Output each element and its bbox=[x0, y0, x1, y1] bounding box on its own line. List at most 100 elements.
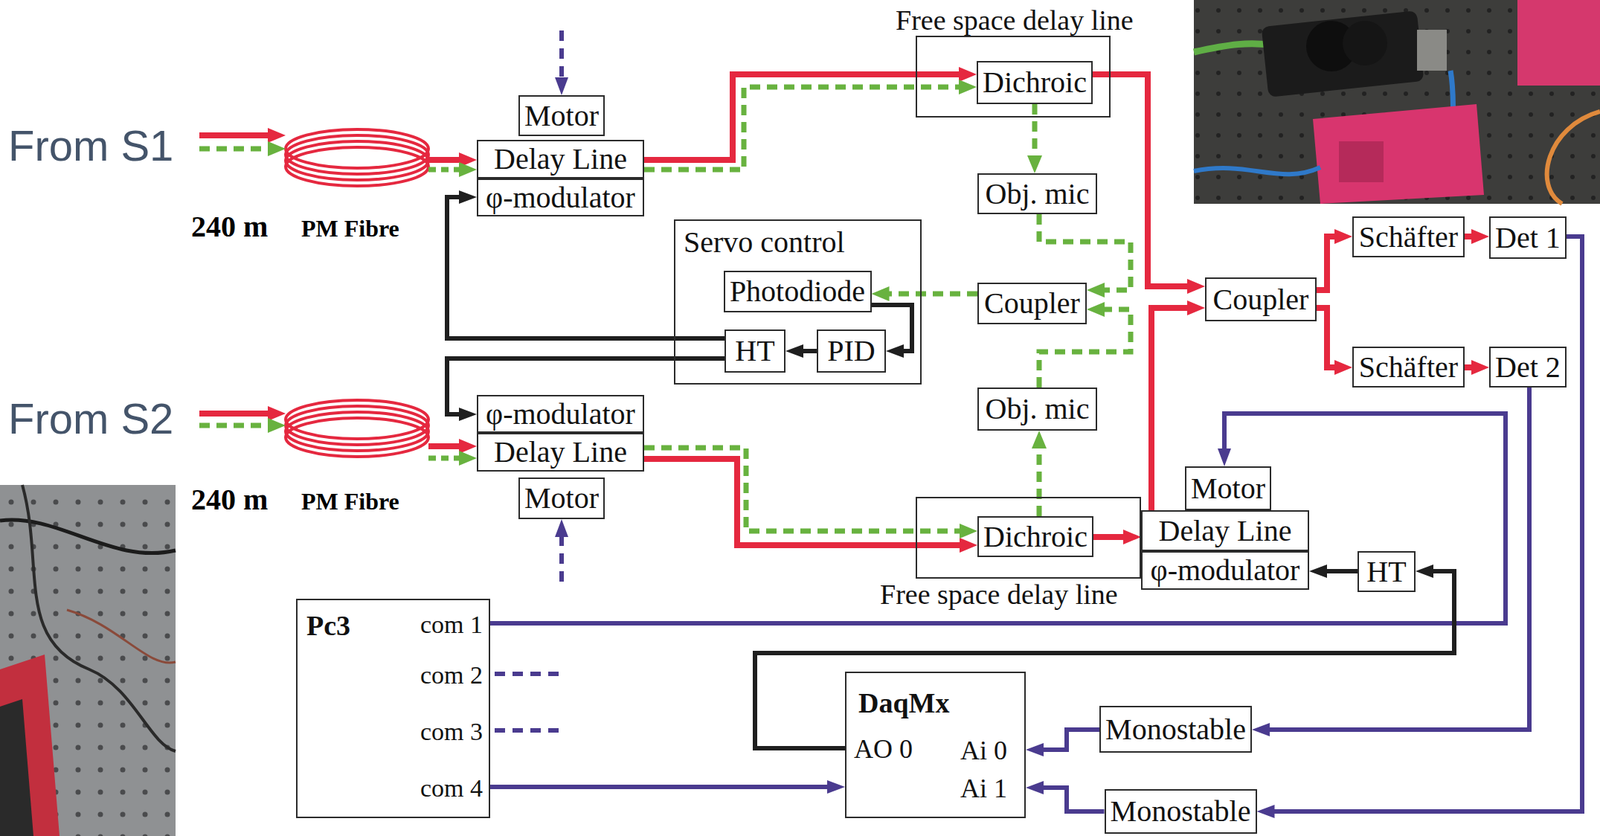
delay-line-box: Delay Line bbox=[1141, 510, 1310, 552]
input-arrow bbox=[199, 410, 274, 417]
computer-box: Pc3com 1com 2com 3com 4 bbox=[296, 598, 491, 819]
delay-line-box: Delay Line bbox=[476, 139, 645, 179]
box-label: Photodiode bbox=[729, 274, 866, 309]
box-heading: Pc3 bbox=[306, 609, 351, 643]
table-holes bbox=[0, 484, 176, 836]
box-label: Delay Line bbox=[493, 142, 628, 177]
optical-fibre-link bbox=[883, 291, 979, 297]
box-label: Delay Line bbox=[493, 435, 628, 470]
box-label: Monostable bbox=[1105, 712, 1246, 747]
box-label: Dichroic bbox=[982, 65, 1087, 100]
box-label: Dichroic bbox=[983, 519, 1088, 555]
motor-box: Motor bbox=[518, 477, 605, 520]
box-label: Schäfter bbox=[1358, 350, 1458, 385]
box-label: Obj. mic bbox=[985, 392, 1090, 427]
fibre-loop bbox=[285, 418, 429, 457]
optical-fibre-link bbox=[1032, 104, 1038, 162]
cable bbox=[0, 519, 176, 554]
monostable-box: Monostable bbox=[1099, 705, 1252, 753]
phase-modulator-box: φ-modulator bbox=[476, 394, 645, 433]
optical-fibre-link bbox=[1036, 442, 1043, 517]
fibre-coil-1 bbox=[285, 129, 429, 186]
control-wire bbox=[1321, 569, 1358, 574]
box-label: φ-modulator bbox=[1150, 553, 1301, 588]
photodiode-box: Photodiode bbox=[723, 270, 872, 313]
source-label: From S2 bbox=[8, 394, 174, 445]
input-arrow bbox=[199, 132, 274, 139]
table-holes bbox=[1193, 0, 1600, 204]
port-label: com 2 bbox=[420, 660, 483, 690]
detector-box bbox=[1312, 104, 1484, 204]
box-label: HT bbox=[734, 333, 775, 369]
phase-modulator-box: φ-modulator bbox=[476, 178, 645, 217]
signal-cable bbox=[1268, 236, 1583, 812]
optical-fibre-link bbox=[1464, 233, 1478, 240]
box-label: Coupler bbox=[984, 286, 1081, 321]
fibre-length: 240 m bbox=[191, 482, 268, 517]
port-label: AO 0 bbox=[853, 734, 913, 765]
delay-line-box: Delay Line bbox=[476, 432, 645, 472]
port-label: Ai 0 bbox=[960, 735, 1008, 767]
box-label: Det 2 bbox=[1495, 350, 1561, 385]
input-arrow bbox=[428, 443, 465, 450]
port-stub bbox=[494, 728, 562, 733]
dichroic-box: Dichroic bbox=[977, 516, 1094, 558]
coupler-box: Coupler bbox=[977, 282, 1087, 325]
ht-box: HT bbox=[1357, 551, 1416, 593]
box-label: Motor bbox=[524, 481, 599, 516]
signal-cable bbox=[1037, 787, 1105, 812]
collimator-box: Schäfter bbox=[1352, 216, 1465, 258]
fibre-cable bbox=[1193, 167, 1321, 175]
motor-box: Motor bbox=[1184, 466, 1272, 511]
input-arrow bbox=[199, 146, 274, 152]
input-arrow bbox=[199, 423, 274, 429]
optical-fibre-link bbox=[1093, 534, 1130, 541]
box-label: Schäfter bbox=[1358, 220, 1458, 255]
box-label: φ-modulator bbox=[485, 180, 636, 215]
detector-face bbox=[1338, 141, 1384, 183]
box-label: Motor bbox=[524, 98, 599, 134]
fibre-coil-2 bbox=[285, 400, 429, 457]
coupler-box: Coupler bbox=[1205, 277, 1317, 322]
free-space-delay-frame: Free space delay lineDichroic bbox=[915, 496, 1142, 579]
control-wire bbox=[797, 348, 817, 354]
fibre-type: PM Fibre bbox=[301, 214, 400, 243]
box-heading: DaqMx bbox=[858, 687, 950, 721]
dichroic-box: Dichroic bbox=[976, 60, 1093, 105]
optical-fibre-link bbox=[1316, 307, 1341, 368]
port-stub bbox=[494, 671, 562, 677]
daq-box: DaqMxAO 0Ai 0Ai 1 bbox=[845, 671, 1026, 819]
input-arrow bbox=[428, 156, 465, 163]
monostable-box: Monostable bbox=[1104, 789, 1258, 834]
fibre-length: 240 m bbox=[191, 209, 268, 244]
objective-box: Obj. mic bbox=[977, 173, 1098, 215]
detector-box: Det 2 bbox=[1489, 346, 1567, 388]
box-label: Motor bbox=[1190, 471, 1266, 506]
box-label: HT bbox=[1366, 554, 1406, 590]
box-label: Coupler bbox=[1213, 282, 1310, 317]
box-heading: Free space delay line bbox=[879, 580, 1118, 609]
detector-box: Det 1 bbox=[1489, 216, 1567, 259]
box-heading: Servo control bbox=[683, 225, 846, 260]
photo-top-right bbox=[1193, 0, 1600, 204]
photo-ground bbox=[1193, 0, 1600, 204]
signal-cable bbox=[490, 784, 834, 790]
device-side bbox=[0, 699, 34, 836]
port-label: com 1 bbox=[420, 609, 483, 639]
input-arrows bbox=[199, 135, 465, 459]
phase-modulator-box: φ-modulator bbox=[1141, 551, 1310, 590]
fibre-loop bbox=[285, 147, 429, 186]
lens-mount bbox=[1261, 10, 1425, 97]
box-label: φ-modulator bbox=[485, 397, 636, 432]
box-heading: Free space delay line bbox=[895, 5, 1134, 35]
port-label: com 3 bbox=[420, 717, 483, 747]
optical-fibre-link bbox=[1316, 236, 1341, 291]
optical-fibre-link bbox=[1464, 364, 1478, 371]
optical-fibre-link bbox=[644, 447, 966, 532]
box-label: Monostable bbox=[1110, 794, 1252, 829]
motor-box: Motor bbox=[518, 95, 605, 137]
motor-control-stub bbox=[559, 531, 564, 582]
objective-box: Obj. mic bbox=[977, 387, 1098, 431]
